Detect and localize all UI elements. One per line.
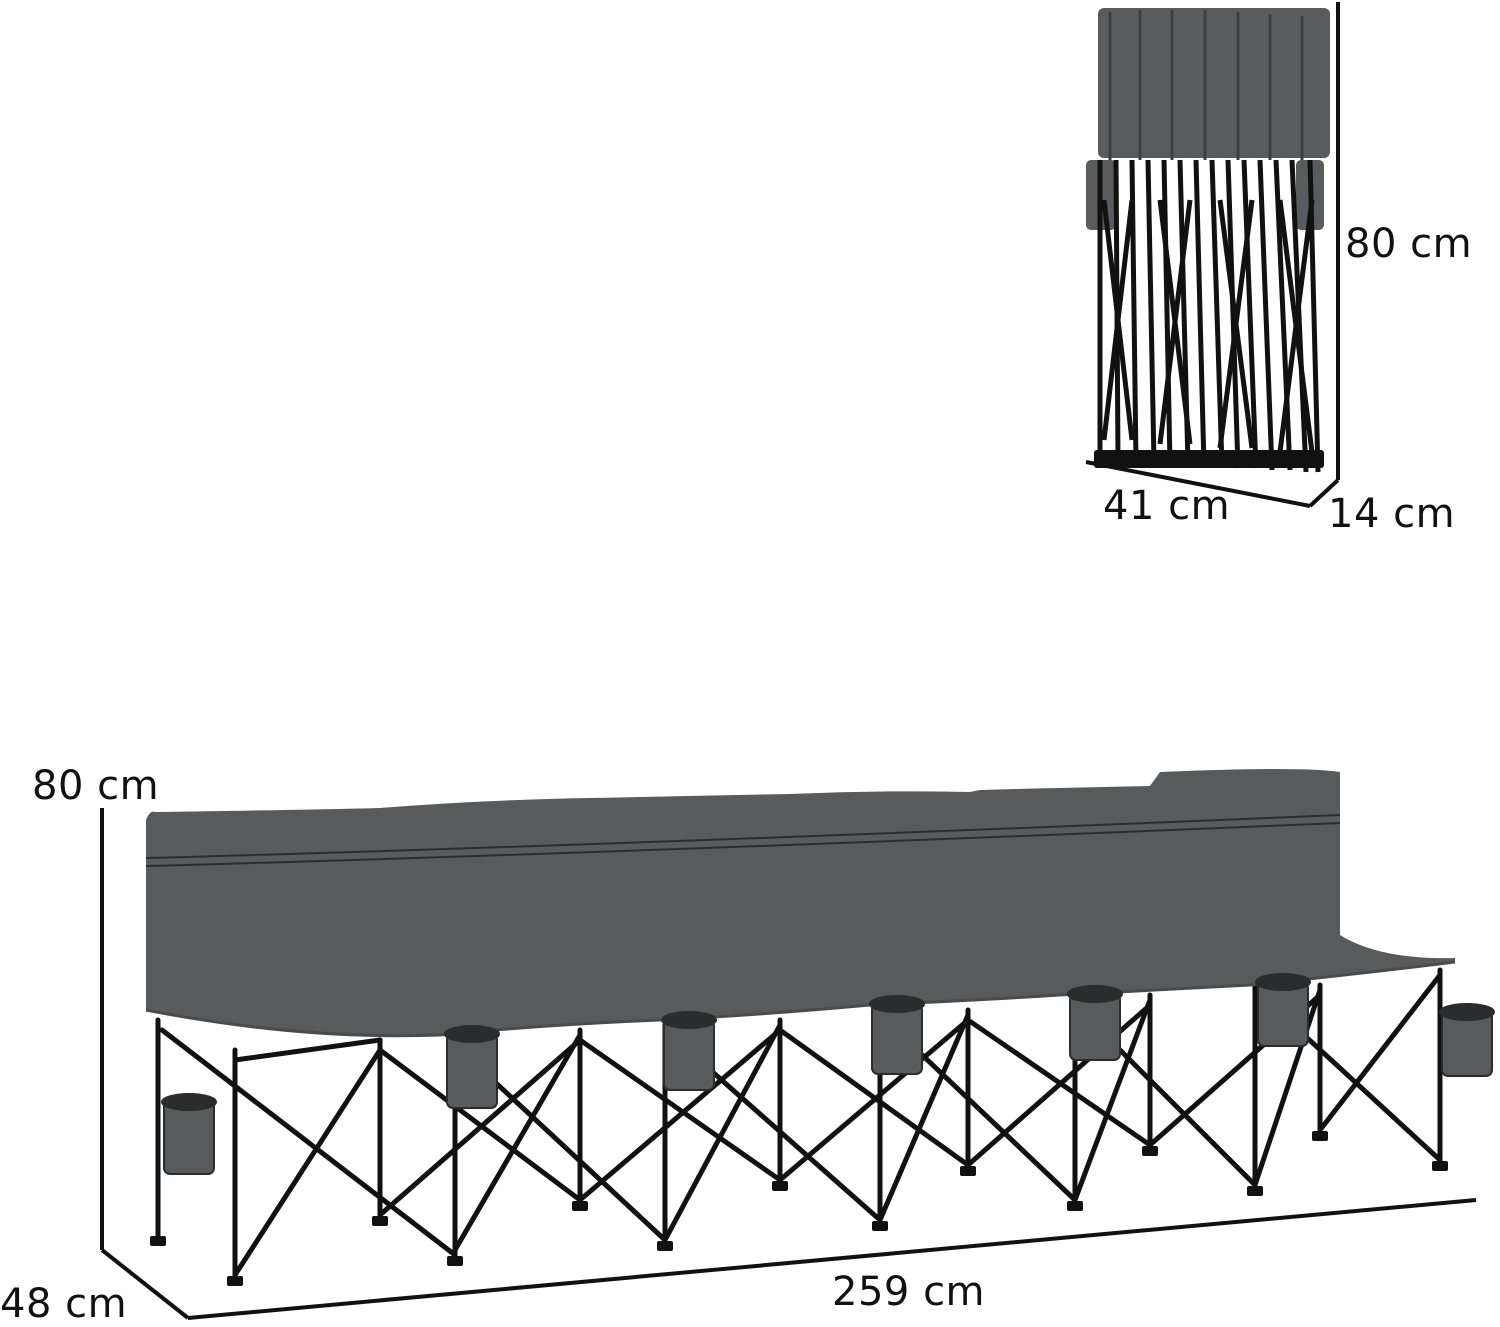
folded-depth-label: 14 cm — [1328, 491, 1456, 537]
bench-height-label: 80 cm — [32, 763, 160, 809]
bench-fabric — [145, 769, 1456, 1038]
folded-bench-feet — [1094, 450, 1324, 468]
bench-length-line — [187, 1198, 1477, 1320]
cup-holders — [161, 973, 1495, 1175]
folded-width-label: 41 cm — [1103, 483, 1231, 529]
folded-bench-fabric — [1086, 8, 1330, 230]
bench-depth-line — [100, 1248, 190, 1320]
folded-height-label: 80 cm — [1345, 221, 1473, 267]
bench-feet — [150, 1131, 1448, 1286]
bench-frame — [155, 967, 1443, 1283]
bench-depth-label: 48 cm — [0, 1281, 128, 1327]
folded-bench-frame — [1097, 159, 1321, 473]
folded-depth-line — [1308, 478, 1340, 508]
folded-width-line — [1085, 460, 1311, 508]
bench-length-label: 259 cm — [832, 1269, 986, 1315]
